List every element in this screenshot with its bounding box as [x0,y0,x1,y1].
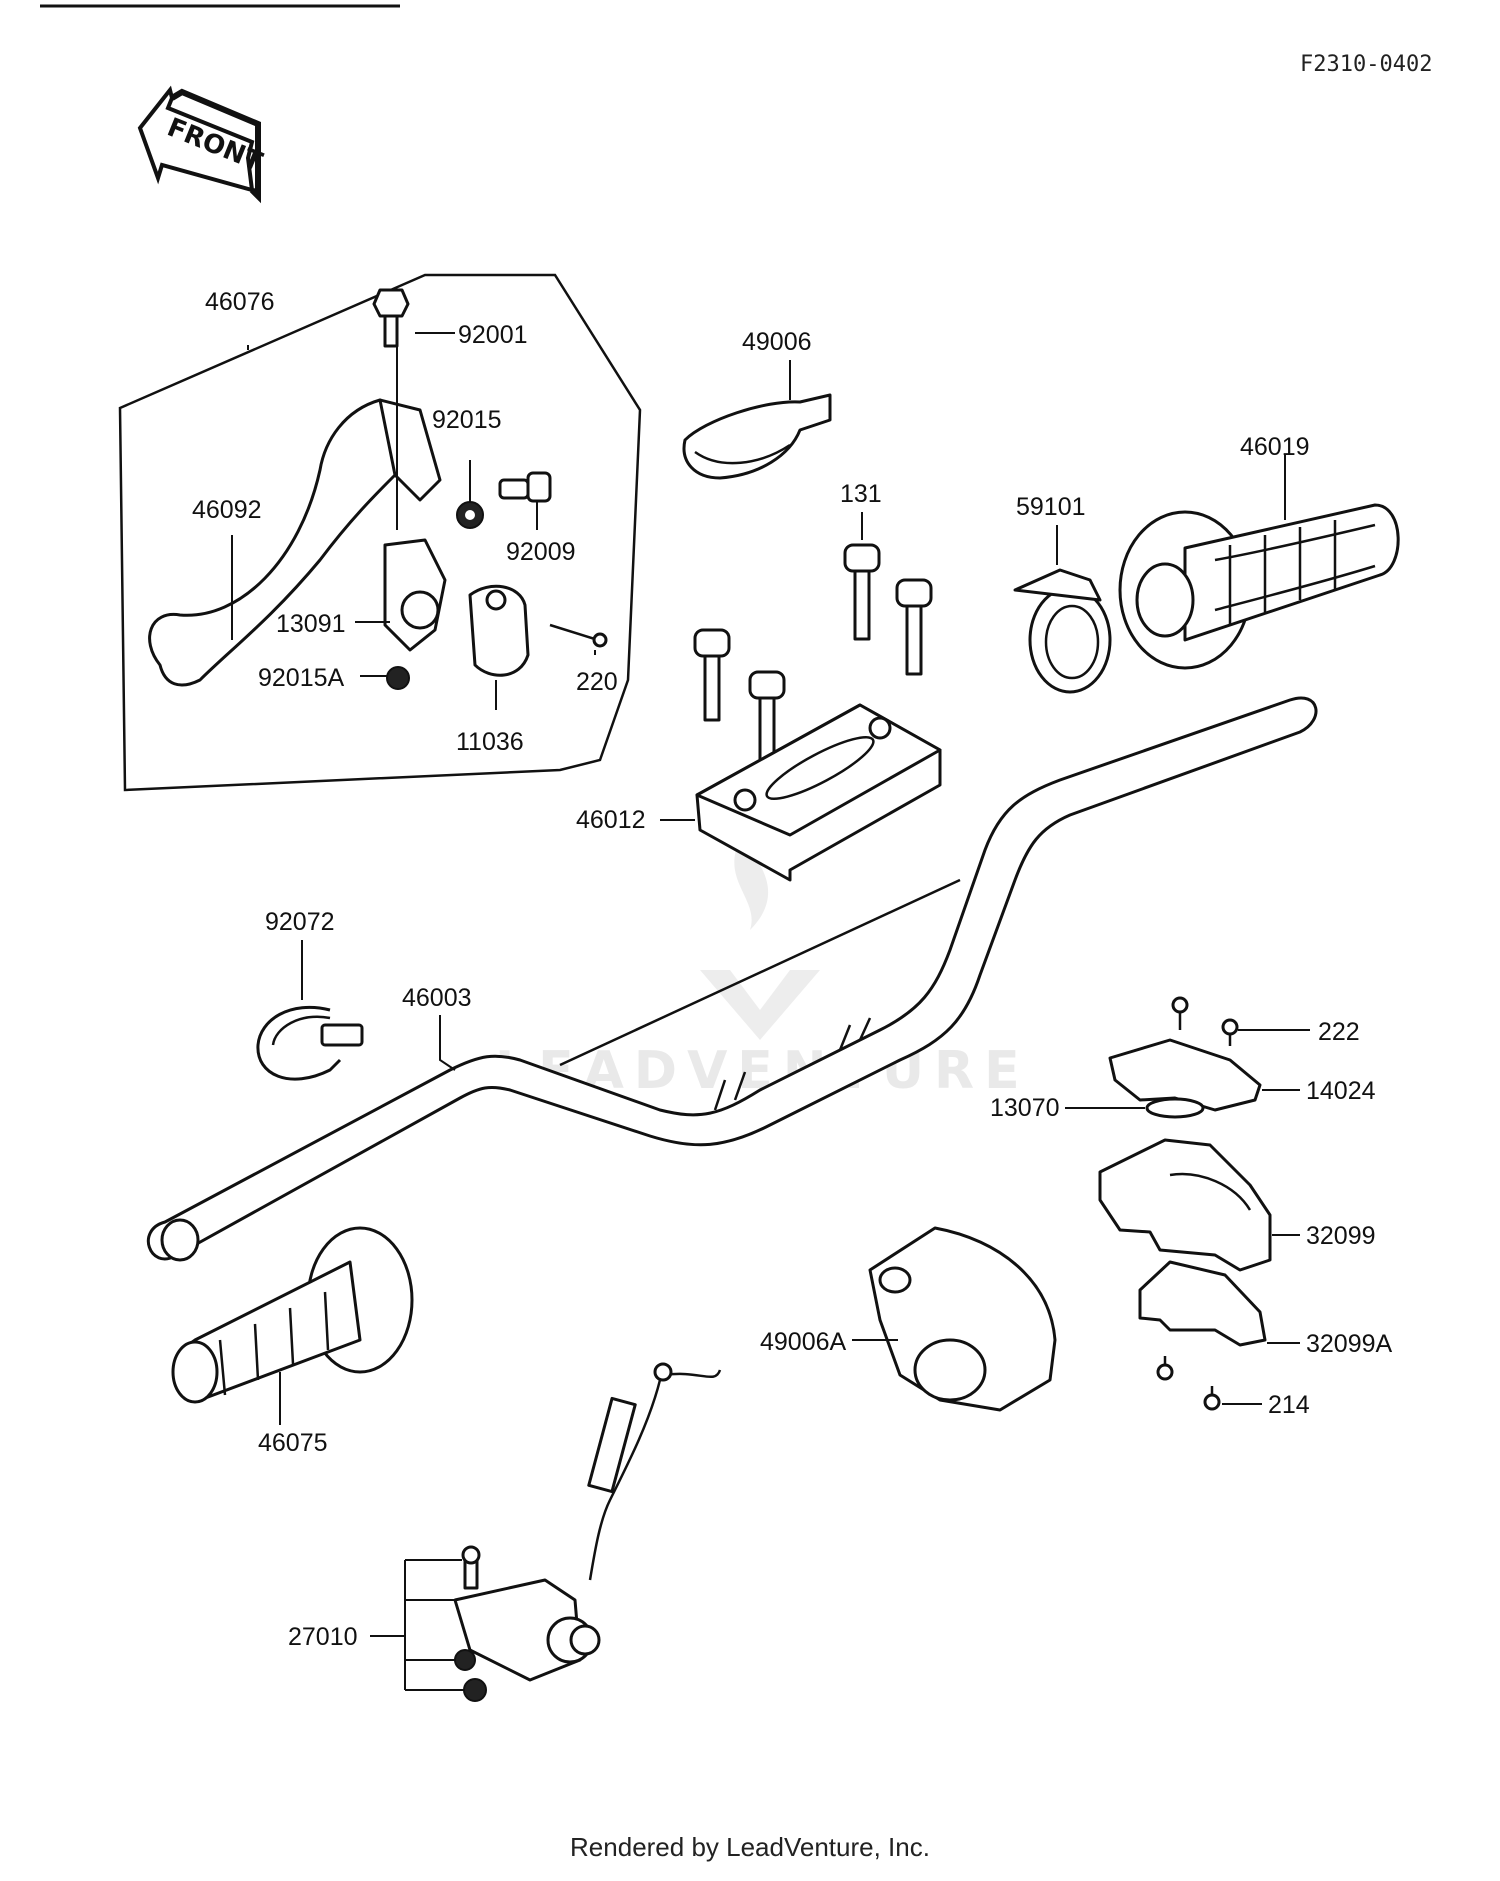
front-arrow-icon: FRONT [137,85,267,204]
label-220: 220 [576,668,618,696]
band-92072 [256,940,364,1081]
grip-46075 [171,1226,414,1425]
label-49006: 49006 [742,328,812,356]
label-92009: 92009 [506,538,576,566]
footer-credit: Rendered by LeadVenture, Inc. [570,1832,930,1862]
bolt-92001 [372,288,410,530]
housing-49006A [852,1226,1057,1412]
diagram-code: F2310-0402 [1300,52,1432,77]
grip-46019 [1118,455,1400,670]
label-13070: 13070 [990,1094,1060,1122]
screw-92009 [498,471,552,503]
label-92001: 92001 [458,321,528,349]
label-214: 214 [1268,1391,1310,1419]
nut-92015A [386,666,410,690]
handlebar-46003 [146,696,1318,1262]
label-222: 222 [1318,1018,1360,1046]
label-46012: 46012 [576,806,646,834]
label-46003: 46003 [402,984,472,1012]
label-92015A: 92015A [258,664,345,692]
label-46092: 46092 [192,496,262,524]
bolts-131 [693,512,933,764]
label-27010: 27010 [288,1623,358,1651]
label-46075: 46075 [258,1429,328,1457]
label-59101: 59101 [1016,493,1086,521]
clamp-11036 [468,584,530,677]
label-32099: 32099 [1306,1222,1376,1250]
lever-assembly-46076 [118,273,642,792]
cover-49006 [682,360,832,480]
label-14024: 14024 [1306,1077,1376,1105]
label-32099A: 32099A [1306,1330,1393,1358]
label-13091: 13091 [276,610,346,638]
switch-27010 [370,1362,722,1702]
label-46019: 46019 [1240,433,1310,461]
label-46076: 46076 [205,288,275,316]
throttle-group [1065,996,1310,1411]
lever-46092 [148,398,411,687]
label-11036: 11036 [456,728,524,756]
collar-59101 [1013,525,1112,694]
label-92072: 92072 [265,908,335,936]
label-131: 131 [840,480,882,508]
bar-clamp-46012 [660,703,942,882]
label-49006A: 49006A [760,1328,847,1356]
label-92015: 92015 [432,406,502,434]
